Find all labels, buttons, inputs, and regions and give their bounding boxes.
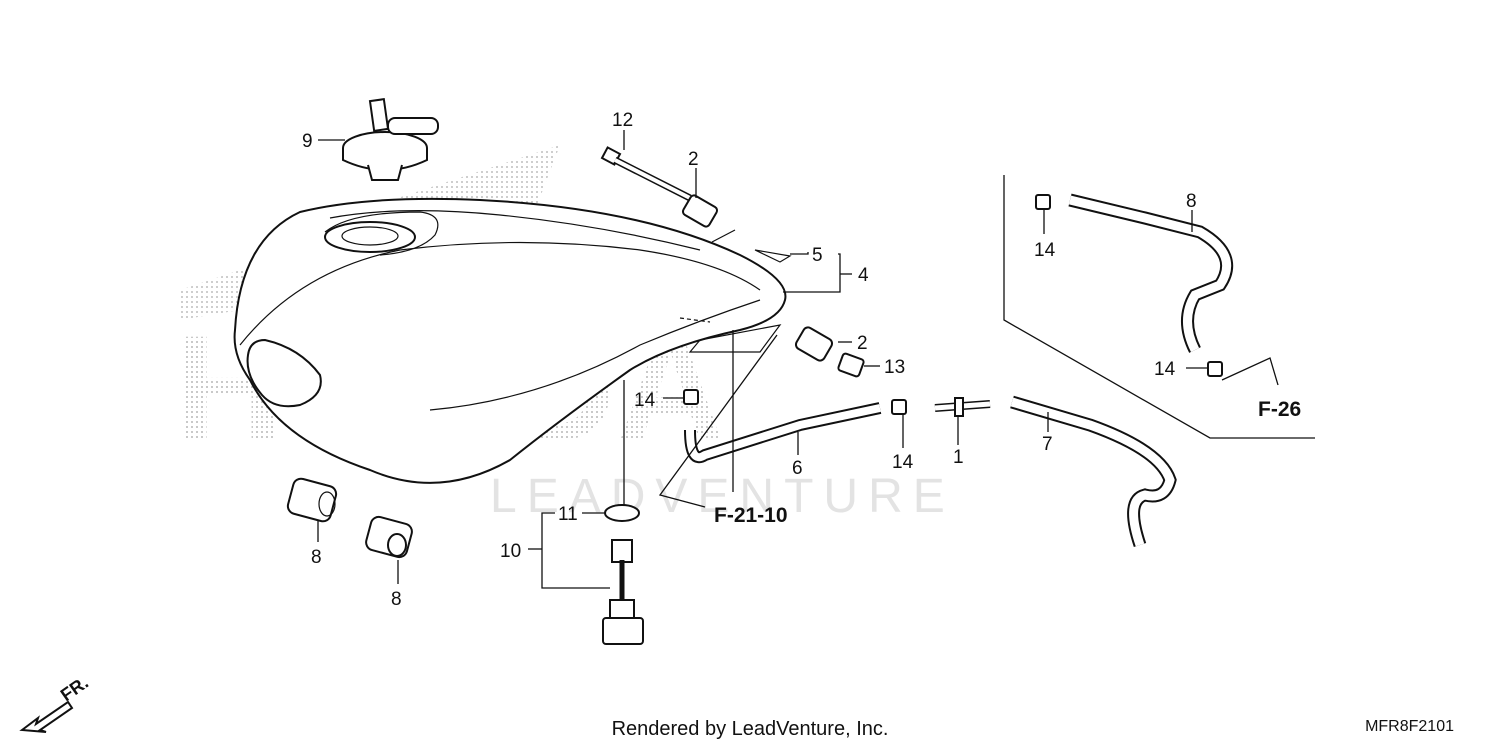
callout-6: 7 [1042,434,1053,455]
clip-14-b[interactable] [891,399,907,415]
front-label: FR. [57,672,92,705]
callouts: 9 12 2 5 4 2 13 14 14 6 1 7 8 14 14 8 8 … [302,110,1197,610]
reference-f-21-10[interactable]: F-21-10 [714,504,788,527]
fuel-cap[interactable] [342,98,439,181]
collar-2-top[interactable] [681,194,719,228]
clip-14-a[interactable] [683,389,699,405]
callout-9: 9 [302,131,313,152]
callout-5: 5 [812,245,823,266]
callout-4: 6 [792,458,803,479]
callout-12: 12 [612,110,633,131]
emblem-5[interactable] [754,249,792,263]
watermark-text: LEADVENTURE [490,470,955,523]
callout-11: 11 [558,504,578,525]
fuel-level-sensor-10[interactable] [602,539,644,645]
callout-1: 1 [953,447,964,468]
callout-8-right: 8 [391,589,402,610]
clip-14-d[interactable] [1207,361,1223,377]
callout-14-a: 14 [634,390,656,411]
collar-2-mid[interactable] [794,326,834,363]
bolt-1[interactable] [934,397,991,417]
reference-f-26[interactable]: F-26 [1258,398,1301,421]
clip-14-c[interactable] [1035,194,1051,210]
grommet-8-right[interactable] [364,515,413,559]
callout-14-d: 14 [1154,359,1176,380]
leader-lines [317,130,1315,589]
callout-14-c: 14 [1034,240,1056,261]
callout-3: 4 [858,265,869,286]
callout-7: 8 [1186,191,1197,212]
callout-2-top: 2 [688,149,699,170]
nut-13[interactable] [837,352,865,378]
callout-13: 13 [884,357,905,378]
callout-2-mid: 2 [857,333,868,354]
o-ring-11[interactable] [604,504,640,522]
callout-8-left: 8 [311,547,322,568]
part-3-line [711,229,736,243]
bolt-12[interactable] [600,146,692,202]
callout-10: 10 [500,541,521,562]
callout-14-b: 14 [892,452,914,473]
fuel-tank[interactable] [233,197,787,484]
grommet-8-left[interactable] [286,477,338,523]
diagram-code: MFR8F2101 [1365,718,1454,735]
footer-credit: Rendered by LeadVenture, Inc. [611,718,889,740]
